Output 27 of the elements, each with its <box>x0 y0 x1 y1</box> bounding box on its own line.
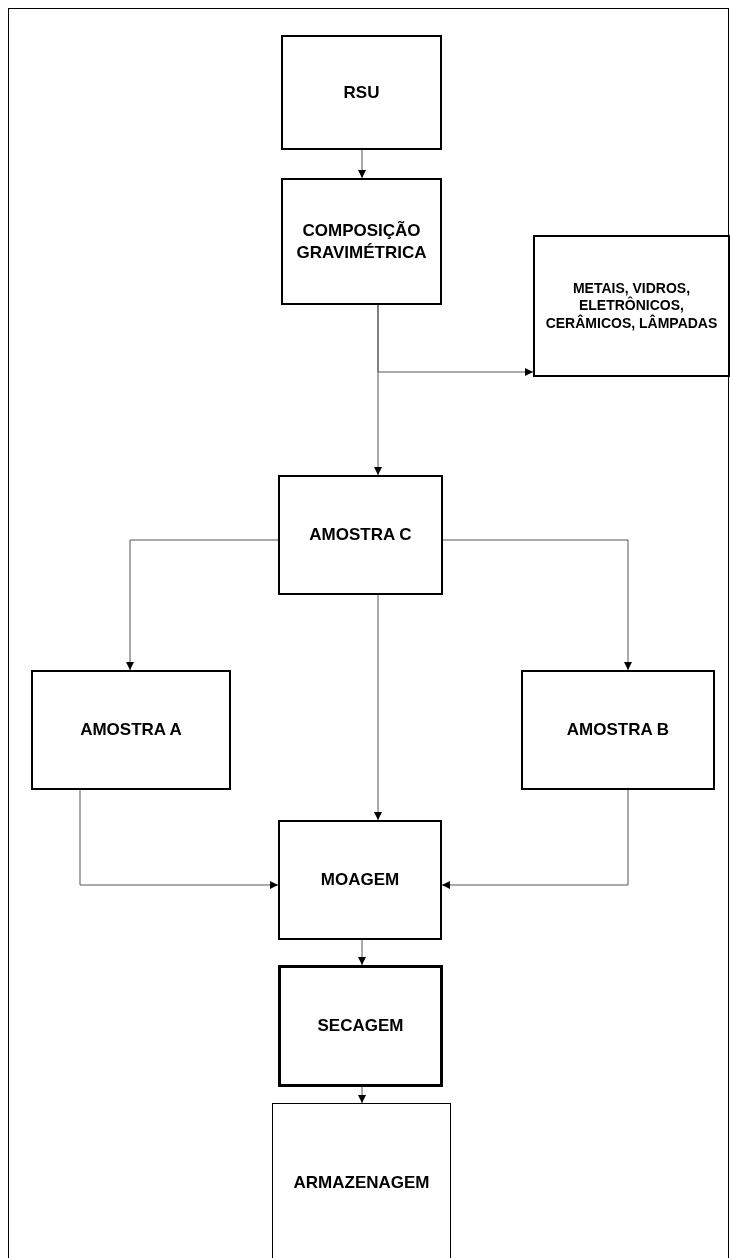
process-box <box>281 35 442 150</box>
arrow <box>358 149 366 179</box>
arrow <box>358 1086 366 1104</box>
node-label: AMOSTRA C <box>309 524 412 546</box>
node-label: SECAGEM <box>317 1015 404 1037</box>
arrow <box>126 539 279 671</box>
node-label: AMOSTRA B <box>566 719 670 741</box>
arrow <box>358 939 366 966</box>
arrow <box>374 594 382 821</box>
arrow <box>79 789 279 889</box>
process-box <box>272 1103 451 1258</box>
arrow <box>442 539 632 671</box>
process-box <box>278 965 443 1087</box>
node-label: RSU <box>343 81 380 104</box>
node-label: AMOSTRA A <box>80 719 182 741</box>
node-label: MOAGEM <box>320 869 400 891</box>
node-label: COMPOSIÇÃO GRAVIMÉTRICA <box>295 220 428 263</box>
process-box <box>278 475 443 595</box>
arrow <box>441 789 629 889</box>
process-box <box>521 670 715 790</box>
process-box <box>278 820 442 940</box>
process-box <box>281 178 442 305</box>
process-box <box>31 670 231 790</box>
node-label: ARMAZENAGEM <box>293 1172 430 1194</box>
arrow <box>377 304 534 376</box>
process-box <box>533 235 730 377</box>
node-label: METAIS, VIDROS, ELETRÔNICOS, CERÂMICOS, LÂMPADAS <box>544 279 719 333</box>
